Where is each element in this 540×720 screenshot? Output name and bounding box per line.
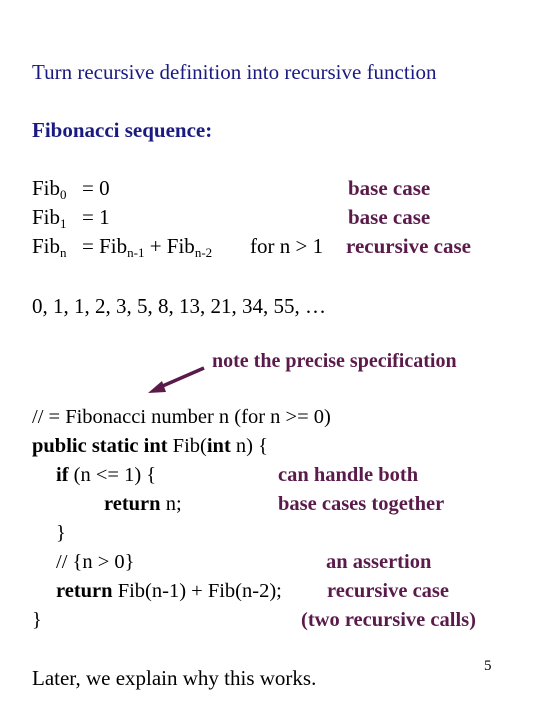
recurrence-condition: for n > 1 [250, 234, 324, 258]
definition-row-n: Fibn [32, 234, 67, 259]
slide-title: Turn recursive definition into recursive… [32, 60, 437, 84]
code-text: Fib( [172, 435, 207, 457]
keyword: return [104, 493, 161, 515]
keyword: public static int [32, 435, 168, 457]
annotation-assertion: an assertion [326, 551, 432, 573]
annotation-base-cases: base cases together [278, 493, 445, 515]
arrow-icon [148, 366, 205, 393]
code-text: Fib(n-1) + Fib(n-2); [117, 580, 282, 602]
keyword: return [56, 580, 113, 602]
sequence-values: 0, 1, 1, 2, 3, 5, 8, 13, 21, 34, 55, … [32, 294, 326, 318]
code-text: (n <= 1) { [73, 464, 157, 486]
page-number: 5 [484, 658, 492, 674]
subheading: Fibonacci sequence: [32, 118, 213, 142]
definition-recurrence: = Fibn-1 + Fibn-2 [82, 234, 212, 259]
fib-subscript: n-2 [194, 245, 213, 260]
fib-label: = Fib [82, 234, 128, 258]
definition-value: = 1 [82, 205, 110, 229]
if-line: if (n <= 1) { [56, 464, 156, 487]
base-case-label: base case [348, 205, 431, 229]
footer-text: Later, we explain why this works. [32, 666, 317, 690]
method-signature: public static int Fib(int n) { [32, 435, 268, 458]
fib-label: Fib [32, 234, 61, 258]
fib-label: Fib [32, 205, 61, 229]
keyword: int [206, 435, 231, 457]
return-recursive-line: return Fib(n-1) + Fib(n-2); [56, 580, 282, 603]
annotation-two-calls: (two recursive calls) [301, 609, 476, 631]
note-text: note the precise specification [212, 350, 457, 372]
fib-subscript: n [60, 245, 67, 260]
recursive-case-label: recursive case [346, 234, 471, 258]
fib-subscript: 0 [60, 187, 67, 202]
definition-row-1: Fib1 = 1 [32, 205, 110, 231]
fib-label: Fib [32, 176, 61, 200]
fib-subscript: n-1 [127, 245, 145, 260]
annotation-handle: can handle both [278, 464, 419, 486]
definition-row-0: Fib0 = 0 [32, 176, 110, 202]
return-n-line: return n; [104, 493, 182, 516]
closing-brace: } [56, 522, 66, 544]
annotation-recursive-case: recursive case [327, 580, 449, 602]
code-text: n) { [235, 435, 268, 457]
base-case-label: base case [348, 176, 431, 200]
keyword: if [56, 464, 69, 486]
fib-label: + Fib [149, 234, 195, 258]
closing-brace: } [32, 609, 42, 631]
code-comment-line: // = Fibonacci number n (for n >= 0) [32, 406, 331, 428]
code-text: n; [165, 493, 182, 515]
definition-value: = 0 [82, 176, 110, 200]
assertion-comment: // {n > 0} [56, 551, 135, 573]
fib-subscript: 1 [60, 216, 67, 231]
